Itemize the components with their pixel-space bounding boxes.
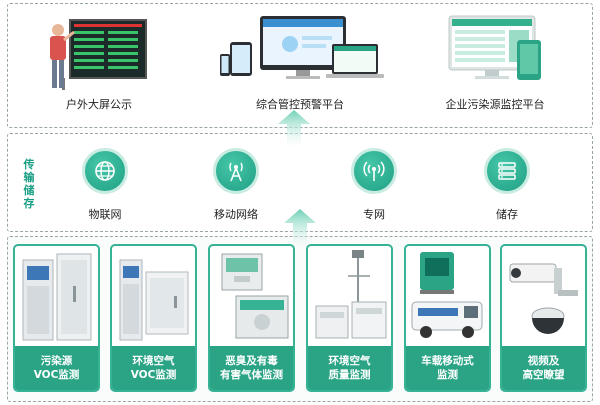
antenna-icon [213,148,259,194]
monitor-card[interactable]: 环境空气质量监测 [306,244,393,392]
globe-icon [82,148,128,194]
arrow-up-icon [278,110,310,148]
monitor-platform-icon [448,15,541,80]
radio-tower-icon [351,148,397,194]
air-voc-cabinet-icon [119,259,189,341]
transport-label: 物联网 [88,208,122,221]
transmission-storage-side-label: 传输储存 [23,158,35,210]
top-node-label: 企业污染源监控平台 [445,98,545,111]
monitoring-vehicle-icon [411,252,483,338]
camera-icon [509,263,578,334]
air-station-icon [315,250,387,339]
monitor-card[interactable]: 恶臭及有毒有害气体监测 [208,244,295,392]
monitor-caption: 恶臭及有毒有害气体监测 [210,346,293,390]
server-icon [484,148,530,194]
monitoring-layer-panel [7,236,593,402]
gas-detector-icon [221,253,289,339]
transport-label: 储存 [496,208,518,221]
monitor-caption: 视频及高空瞭望 [502,346,585,390]
monitor-card[interactable]: 车载移动式监测 [404,244,491,392]
monitor-card[interactable]: 视频及高空瞭望 [500,244,587,392]
arrow-up-icon [284,209,316,250]
transport-label: 移动网络 [214,208,258,221]
multi-device-platform-icon [220,16,384,79]
monitor-caption: 环境空气质量监测 [308,346,391,390]
transport-label: 专网 [363,208,385,221]
top-node-label: 户外大屏公示 [66,98,132,111]
top-node-label: 综合管控预警平台 [256,98,344,111]
voc-cabinet-icon [22,253,92,341]
monitor-caption: 车载移动式监测 [406,346,489,390]
outdoor-screen-icon [50,19,147,90]
